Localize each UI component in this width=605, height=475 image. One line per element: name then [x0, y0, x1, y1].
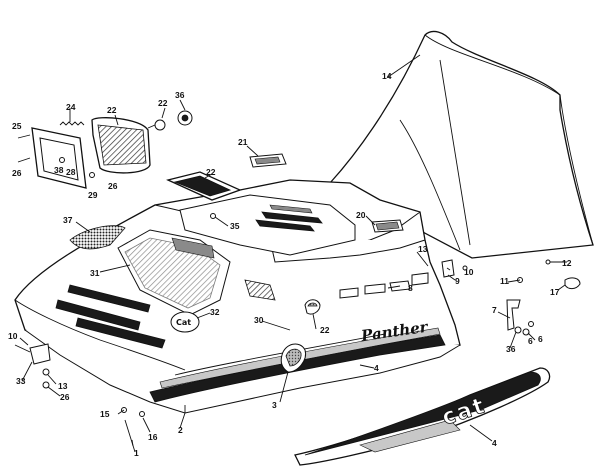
callout-labels: 14 24 25 26 38 28 29 26 22 22 36 21 22 2…: [8, 71, 572, 458]
cat-decal-side: cat: [439, 393, 489, 430]
front-bumper-parts: [14, 343, 51, 389]
callout-17: 17: [550, 287, 560, 297]
callout-38: 38: [54, 165, 64, 175]
callout-24: 25: [12, 121, 22, 131]
hood-assembly: [14, 179, 461, 414]
bulb-socket: [177, 110, 193, 126]
callout-15: 15: [100, 409, 110, 419]
callout-25: 26: [12, 168, 22, 178]
callout-16: 16: [148, 432, 158, 442]
emblem-small: [304, 299, 321, 315]
callout-26b: 26: [60, 392, 70, 402]
callout-3: 3: [272, 400, 277, 410]
vent-decal: [166, 171, 242, 201]
screw-34: [210, 213, 216, 219]
callout-13a: 13: [418, 244, 428, 254]
callout-6: 6: [538, 334, 543, 344]
hood-latch: [506, 299, 534, 336]
callout-14: 14: [382, 71, 392, 81]
headlight-bezel: [31, 127, 87, 189]
callout-1: 1: [134, 448, 139, 458]
cat-decal-hood: Cat: [170, 311, 200, 333]
headlight-lens: [91, 117, 151, 174]
callout-28: 28: [66, 167, 76, 177]
leader-lines: [19, 54, 567, 447]
callout-13b: 13: [58, 381, 68, 391]
callout-30: 30: [254, 315, 264, 325]
callout-12: 12: [562, 258, 572, 268]
callout-33: 33: [16, 376, 26, 386]
windshield-bracket: [441, 259, 581, 290]
callout-22b: 22: [320, 325, 330, 335]
callout-5: 6: [528, 336, 533, 346]
callout-8: 8: [408, 283, 413, 293]
side-decal-strip: cat: [294, 367, 551, 466]
callout-11: 11: [500, 276, 509, 286]
headlight-bulb: [147, 119, 166, 131]
callout-18: 20: [356, 210, 366, 220]
callout-26a: 26: [108, 181, 118, 191]
callout-10b: 10: [8, 331, 18, 341]
callout-4b: 4: [492, 438, 497, 448]
cat-decal-small-text: Cat: [176, 318, 191, 327]
callout-7: 7: [492, 305, 497, 315]
warning-decal: [249, 153, 287, 168]
headlight-screws: [17, 134, 95, 178]
callout-35: 36: [175, 90, 185, 100]
callout-34: 35: [230, 221, 240, 231]
callout-10a: 10: [464, 267, 474, 277]
callout-31: 31: [90, 268, 100, 278]
callout-22a: 22: [206, 167, 216, 177]
callout-29: 29: [88, 190, 98, 200]
windshield: [328, 30, 594, 259]
callout-36: 36: [506, 344, 516, 354]
callout-37: 37: [63, 215, 73, 225]
emblem: [280, 343, 307, 373]
callout-20: 22: [158, 98, 168, 108]
callout-23: 24: [66, 102, 76, 112]
callout-19: 21: [238, 137, 248, 147]
vent-screen: [69, 225, 126, 250]
info-decal: [371, 219, 404, 233]
callout-21: 22: [107, 105, 117, 115]
callout-32: 32: [210, 307, 220, 317]
spring: [59, 121, 85, 126]
callout-2: 2: [178, 425, 183, 435]
callout-9: 9: [455, 276, 460, 286]
callout-4a: 4: [374, 363, 379, 373]
